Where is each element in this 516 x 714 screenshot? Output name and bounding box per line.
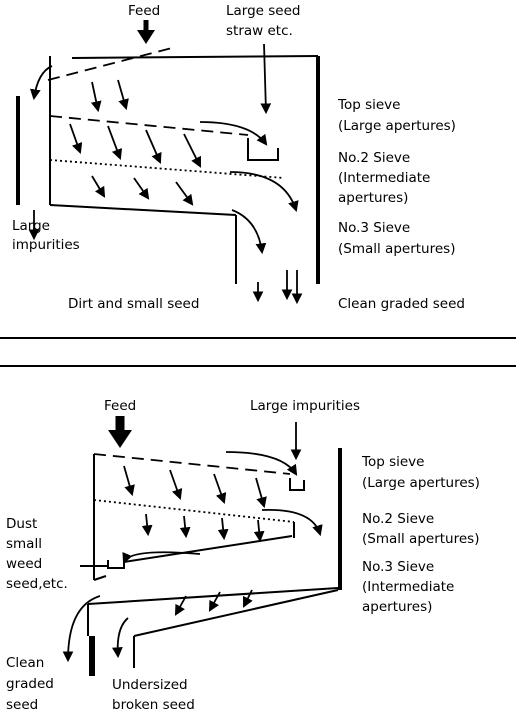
undersized-label: Undersized [112,677,188,693]
graded-label-2: graded [6,676,54,692]
large-seed-pointer [260,43,272,115]
no2-sieve-apertures-2: (Small apertures) [362,531,479,547]
no2-sieve-label-1: No.2 Sieve [338,150,410,166]
top-sieve-tray-2 [289,478,305,491]
feed-stream-1 [47,47,173,81]
drop-arrow-2e [141,513,153,537]
drop-arrow-1d [107,125,123,161]
drop-arrow-2g [217,517,229,541]
no2-sieve-label-2: No.2 Sieve [362,511,434,527]
feed-label-1: Feed [128,3,160,19]
top-sieve-label-2: Top sieve [361,454,424,470]
undersized-discharge-2 [112,617,129,659]
no3-sieve-label-2: No.3 Sieve [362,559,434,575]
drop-arrow-1e [145,129,162,164]
no3-sieve-label-1: No.3 Sieve [338,220,410,236]
top-sieve-label-1: Top sieve [337,97,400,113]
no2-sieve-discharge-1 [229,171,299,213]
top-sieve-tray-1 [247,138,279,161]
large-impurities-label-2: Large impurities [250,398,360,414]
top-sieve-line-2 [93,453,291,475]
dust-discharge-2 [122,551,201,564]
drop-arrow-2b [169,469,183,501]
drop-arrow-1g [91,175,106,198]
housing-bottom-2 [133,589,339,637]
clean-graded-seed-label-1: Clean graded seed [338,296,465,312]
dust-tray-2 [107,560,125,569]
drop-arrow-1h [133,177,150,200]
large-impurities-label-b: impurities [12,237,80,253]
drop-arrow-2j [208,591,221,612]
drop-arrow-1c [69,123,83,155]
no3-sieve-apertures-1: (Small apertures) [338,241,455,257]
drop-arrow-1i [175,181,194,206]
large-impurities-label-a: Large [12,218,50,234]
clean-label-2: Clean [6,655,44,671]
no2-sieve-apertures-1b: apertures) [338,190,408,206]
broken-seed-label: broken seed [112,697,195,713]
drop-arrow-2h [253,519,265,543]
housing-slope-2 [87,587,339,605]
no2-sieve-return-2 [123,535,293,563]
discharge-arrow-1 [29,65,53,101]
dust-label: Dust [6,516,37,532]
seed-etc-label: seed,etc. [6,576,68,592]
small-label: small [6,536,42,552]
no2-sieve-line-2 [93,499,295,523]
no3-sieve-discharge-1 [231,209,267,255]
seed-label-2: seed [6,697,38,713]
drop-arrow-1a [90,81,102,113]
drop-arrow-2a [123,465,135,497]
drop-arrow-1b [117,79,129,111]
drop-arrow-2d [255,477,267,509]
no3-sieve-apertures-2a: (Intermediate [362,579,454,595]
feed-arrowhead-1 [137,30,155,44]
diagram-2: Feed Large impurities Top sieve (Large a… [6,398,480,713]
top-sieve-apertures-1: (Large apertures) [338,118,456,134]
drop-arrow-2c [213,473,227,505]
weed-label: weed [6,556,42,572]
drop-arrow-2k [243,589,253,608]
diagram-1: Feed Large seed straw etc. Top sieve (La… [12,3,465,312]
no2-sieve-apertures-1a: (Intermediate [338,170,430,186]
drop-arrow-2i [174,595,187,616]
top-sieve-discharge-2 [225,451,298,476]
drop-arrow-2f [179,515,191,539]
top-sieve-discharge-1 [199,121,268,146]
housing-bottom-1 [49,204,237,216]
straw-label: straw etc. [226,23,293,39]
housing-top-1 [71,55,319,59]
feed-arrowhead-2 [108,430,132,448]
no2-sieve-discharge-2 [261,509,323,537]
drop-arrow-1f [183,133,201,168]
no3-sieve-apertures-2b: apertures) [362,599,432,615]
dirt-small-seed-label: Dirt and small seed [68,296,199,312]
feed-label-2: Feed [104,398,136,414]
large-seed-label: Large seed [226,3,301,19]
top-sieve-line-1 [49,115,249,136]
top-sieve-apertures-2: (Large apertures) [362,475,480,491]
housing-left-foot-2 [93,575,107,581]
no2-sieve-line-1 [49,159,285,179]
clean-seed-discharge-2 [62,595,101,663]
